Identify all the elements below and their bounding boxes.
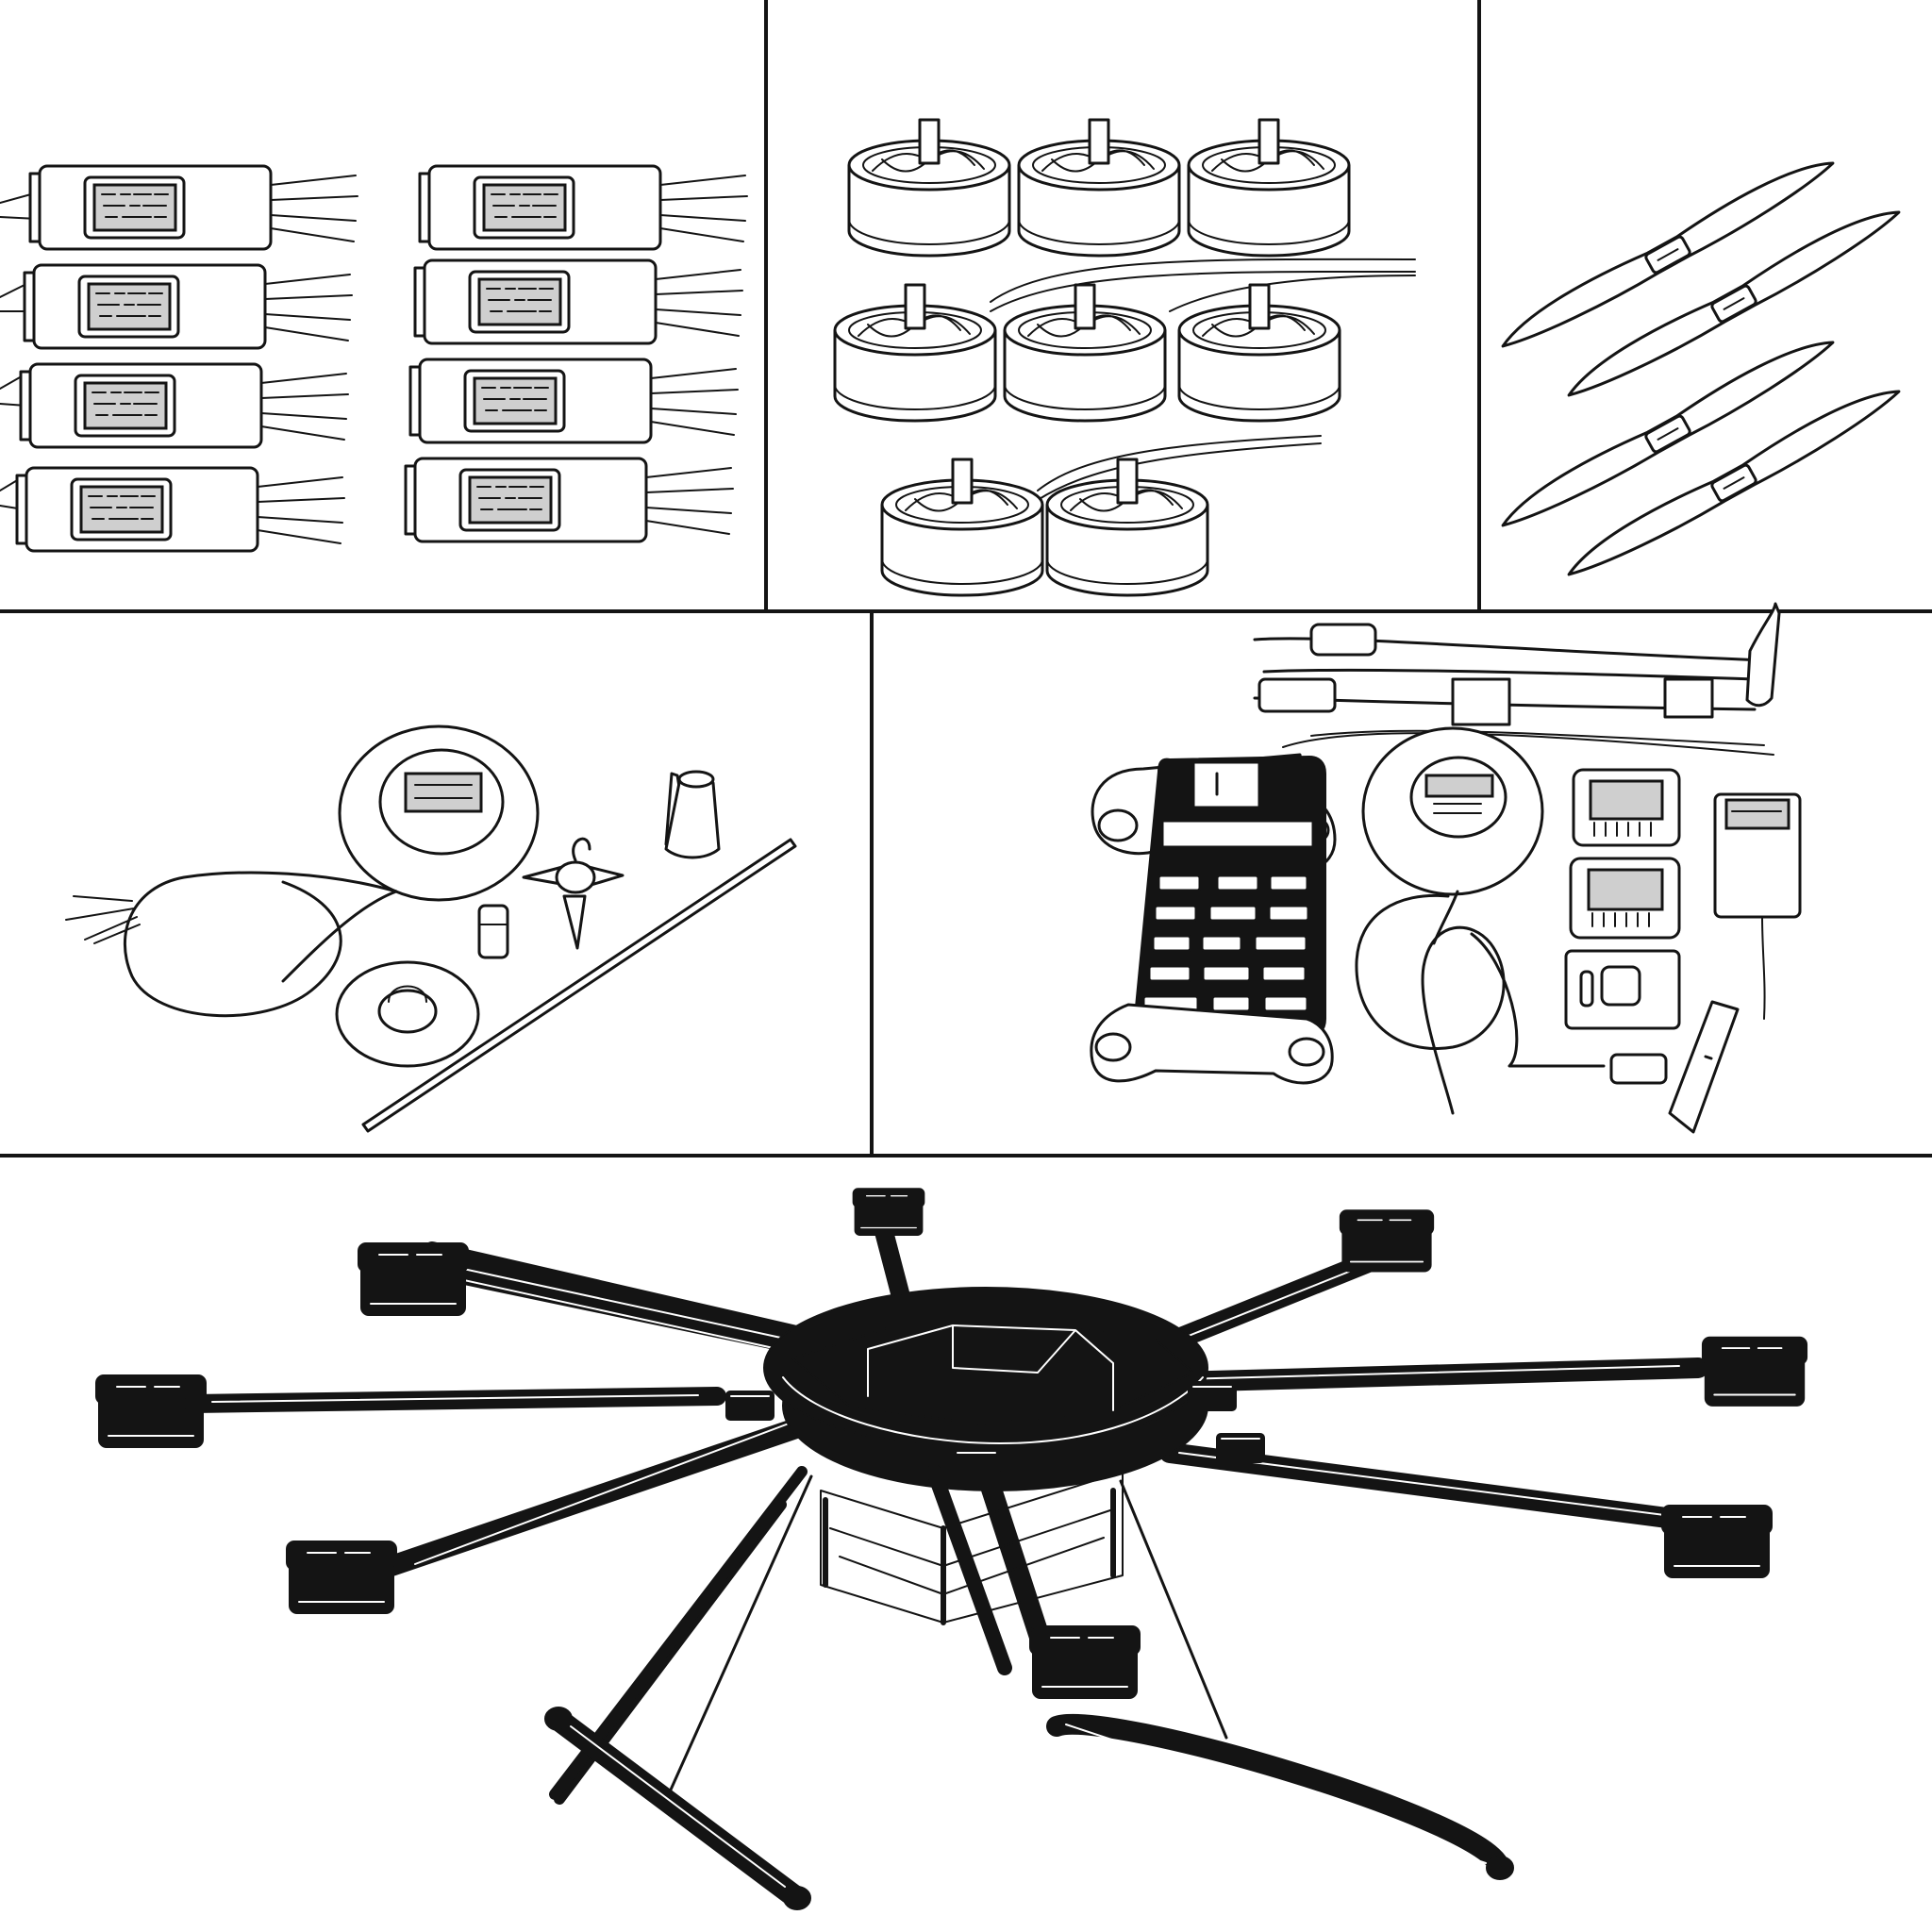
brushless-motor-icon xyxy=(1045,458,1209,597)
motor-mount-pod xyxy=(852,1188,925,1236)
brushless-motor-icon xyxy=(1187,118,1351,258)
brushless-motor-icon xyxy=(880,458,1044,597)
brushless-motor-icon xyxy=(1003,283,1167,423)
propeller-panel xyxy=(1493,148,1907,587)
octocopter-frame-panel xyxy=(95,1188,1808,1910)
motor-mount-pod xyxy=(286,1541,397,1614)
speed-controller-icon xyxy=(418,164,749,251)
octocopter-frame-icon xyxy=(95,1188,1808,1910)
flight-controller-ports xyxy=(1141,874,1310,1013)
panel-borders xyxy=(0,0,1932,1158)
power-cable-harness xyxy=(1253,602,1781,756)
cone-adapter xyxy=(664,770,721,859)
brushless-motor-icon xyxy=(1017,118,1181,258)
esc-panel xyxy=(0,164,749,553)
motor-mount-pod xyxy=(1029,1625,1141,1699)
flight-controller-icon xyxy=(1090,753,1337,1085)
power-module-icon xyxy=(1564,768,1681,1030)
mast-pole xyxy=(361,838,797,1133)
gps-cable xyxy=(1355,893,1668,1115)
gps-kit-panel xyxy=(65,724,797,1133)
connector-plug xyxy=(477,904,509,959)
speed-controller-icon xyxy=(408,358,740,444)
payload-cage xyxy=(820,1471,1124,1625)
gps-antenna-icon xyxy=(281,724,540,983)
brushless-motor-icon xyxy=(847,118,1011,258)
speed-controller-icon xyxy=(413,258,744,345)
speed-controller-icon xyxy=(28,164,359,251)
flight-controller-panel xyxy=(1090,602,1802,1134)
landing-gear xyxy=(544,1464,1514,1910)
motor-mount-pod xyxy=(1701,1336,1808,1407)
motor-mount-pod xyxy=(358,1242,469,1316)
speed-controller-icon xyxy=(404,457,735,543)
motor-panel xyxy=(833,118,1416,597)
brushless-motor-icon xyxy=(1177,283,1341,423)
motor-mount-pod xyxy=(1339,1209,1435,1273)
gps-antenna-icon xyxy=(1361,726,1544,945)
gps-mount-clamp xyxy=(522,837,625,950)
motor-mount-pod xyxy=(1661,1505,1773,1578)
speed-controller-icon xyxy=(23,263,354,350)
speed-controller-icon xyxy=(15,466,346,553)
gps-mount-base xyxy=(335,960,480,1068)
receiver-icon xyxy=(1668,792,1802,1134)
speed-controller-icon xyxy=(19,362,350,449)
brushless-motor-icon xyxy=(833,283,997,423)
gps-cable xyxy=(65,871,398,1018)
